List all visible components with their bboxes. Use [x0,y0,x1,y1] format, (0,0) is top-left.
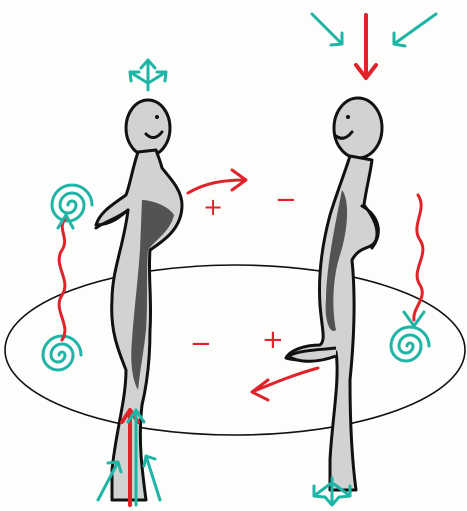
left-crown-arrow-left [130,72,146,82]
sign-lower-minus: − [190,329,212,359]
upper-exchange-arrow [188,170,246,193]
left-figure-head [126,100,170,156]
sign-upper-minus: − [275,185,297,215]
right-spiral [391,327,429,361]
right-wavy-energy [414,195,423,320]
energy-ring-ellipse [5,265,465,435]
right-crown-teal-left [312,14,342,45]
left-upper-spiral [52,185,92,221]
sign-lower-plus: + [262,325,284,355]
left-figure [96,100,182,500]
right-figure-eye [346,115,350,119]
right-foot-arrow-left [314,484,330,497]
left-crown-arrow-right [150,72,166,82]
lower-exchange-arrow [252,368,318,400]
right-crown-teal-right [394,14,436,46]
left-wavy-energy [59,218,66,340]
left-figure-eye [155,115,159,119]
right-figure-head [334,98,382,158]
left-crown-arrow-up [141,60,155,90]
right-crown-red-arrow [356,15,376,78]
sign-upper-plus: + [203,193,223,221]
